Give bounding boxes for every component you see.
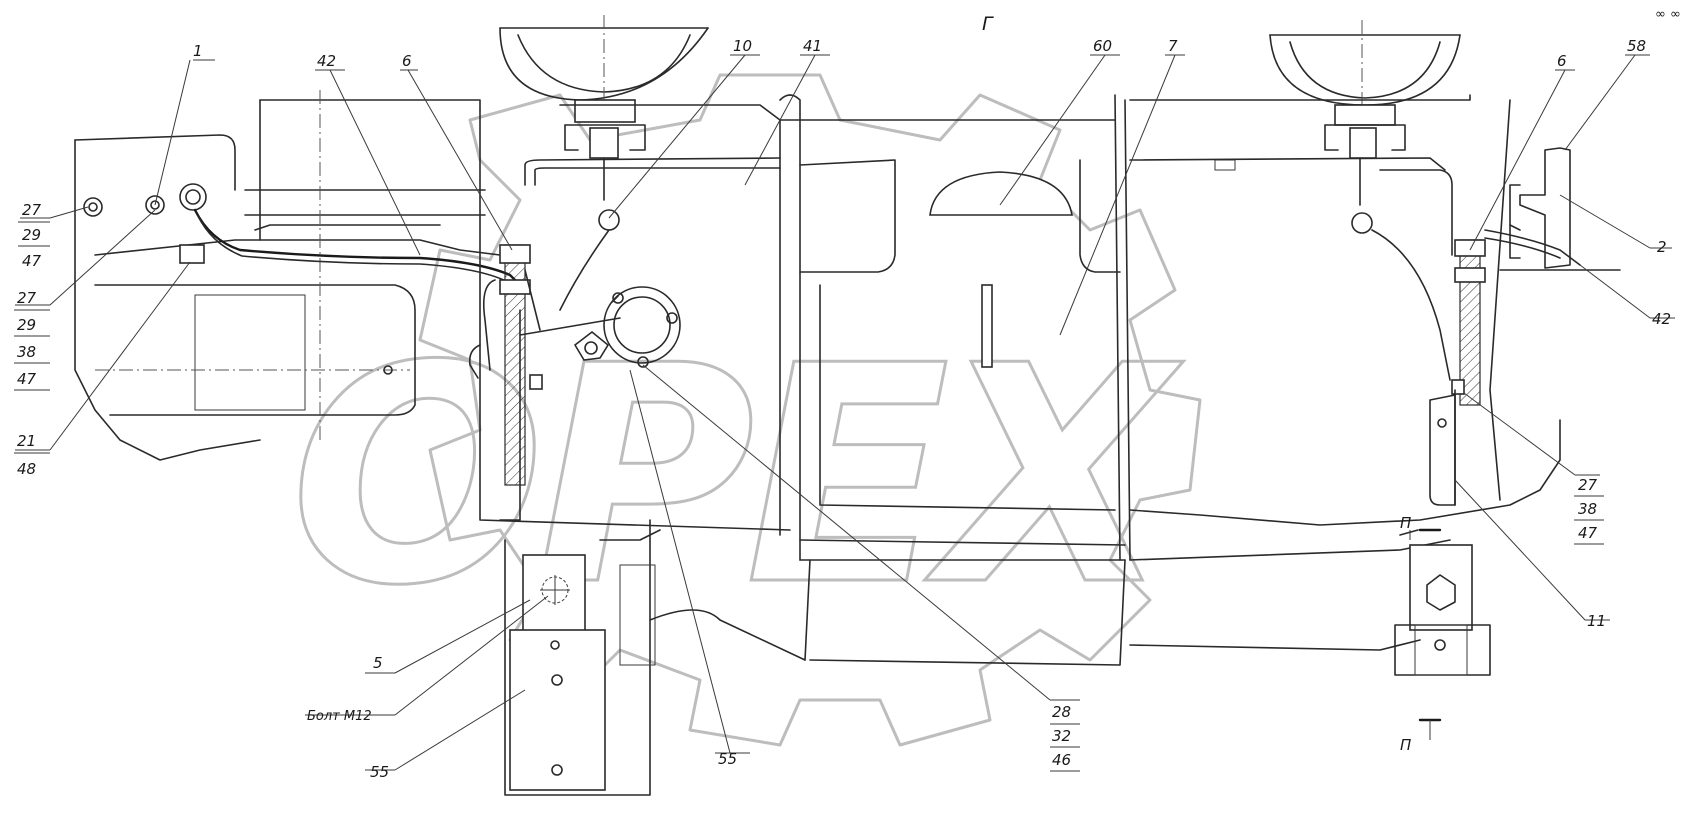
callout-1: 1 <box>193 42 203 60</box>
lamp-bracket-icon <box>1334 104 1396 126</box>
section-marker-top: П <box>1399 514 1442 540</box>
fog-lamp-right <box>1269 20 1461 381</box>
callout-stack-4: 27 38 47 <box>1574 476 1604 545</box>
callouts: 1 42 6 10 41 60 7 6 58 2 42 11 5 55 55 Б… <box>193 37 1671 781</box>
callout-58: 58 <box>1627 37 1646 55</box>
svg-text:27: 27 <box>17 289 37 307</box>
callout-11: 11 <box>1587 612 1606 630</box>
corner-mark: ∞ ∞ <box>1655 7 1681 22</box>
bracket-plate <box>1409 544 1473 631</box>
callout-stack-5: 28 32 46 <box>1050 703 1080 772</box>
svg-text:29: 29 <box>17 316 36 334</box>
svg-text:28: 28 <box>1052 703 1071 721</box>
svg-text:48: 48 <box>17 460 36 478</box>
louver-panel <box>194 294 306 411</box>
svg-text:27: 27 <box>1578 476 1598 494</box>
svg-text:32: 32 <box>1052 727 1071 745</box>
callout-bolt: Болт М12 <box>307 709 372 724</box>
callout-42: 42 <box>317 52 336 70</box>
svg-text:47: 47 <box>22 252 42 270</box>
watermark-gear <box>418 73 1202 747</box>
clip-icon <box>179 244 205 264</box>
callout-42-right: 42 <box>1652 310 1671 328</box>
watermark: OPEX <box>289 73 1202 747</box>
bracket-plate <box>522 554 586 636</box>
mounting-plate-55 <box>509 629 606 791</box>
section-label-top: П <box>1400 514 1411 532</box>
callout-7: 7 <box>1168 37 1178 55</box>
callout-stack-1: 27 29 47 <box>18 201 50 270</box>
bolt-head-icon <box>145 195 165 215</box>
svg-text:38: 38 <box>17 343 36 361</box>
callout-2: 2 <box>1657 238 1667 256</box>
svg-text:46: 46 <box>1052 751 1071 769</box>
grommet-icon <box>179 183 207 211</box>
nut-icon <box>499 279 531 295</box>
center-panel <box>779 94 1236 666</box>
svg-text:21: 21 <box>17 432 36 450</box>
callout-60: 60 <box>1093 37 1112 55</box>
connector-latch-icon <box>573 330 610 361</box>
cable-loop-icon <box>1351 212 1373 234</box>
left-fender-section <box>74 90 501 461</box>
mounting-plate-left <box>499 244 543 521</box>
section-marker-bottom: П <box>1400 718 1442 754</box>
svg-text:38: 38 <box>1578 500 1597 518</box>
svg-text:29: 29 <box>22 226 41 244</box>
lamp-bracket-icon <box>574 99 636 123</box>
cable-loop-icon <box>598 209 620 231</box>
bolt-icon <box>383 365 393 375</box>
callout-41: 41 <box>803 37 822 55</box>
svg-text:47: 47 <box>17 370 37 388</box>
wire-harness-left <box>193 208 527 379</box>
leader-lines <box>15 54 1675 771</box>
svg-text:47: 47 <box>1578 524 1598 542</box>
right-fender-section <box>1129 94 1621 651</box>
section-label-bottom: П <box>1400 736 1411 754</box>
bottom-bracket-left <box>504 519 806 796</box>
callout-stack-2: 27 29 38 47 <box>14 289 50 391</box>
callout-stack-3: 21 48 <box>14 432 50 478</box>
view-label: Г <box>982 13 994 35</box>
dome-light-icon <box>929 171 1073 216</box>
hex-bolt-icon <box>1426 574 1456 611</box>
callout-10: 10 <box>733 37 752 55</box>
callout-55-connector: 55 <box>718 750 737 768</box>
round-connector <box>573 286 681 368</box>
callout-5: 5 <box>373 654 383 672</box>
watermark-text: OPEX <box>290 302 1184 651</box>
callout-55: 55 <box>370 763 389 781</box>
nut-icon <box>499 244 531 264</box>
callout-6-right: 6 <box>1557 52 1567 70</box>
slot-icon <box>981 284 993 368</box>
svg-text:27: 27 <box>22 201 42 219</box>
callout-6: 6 <box>402 52 412 70</box>
bolt-head-icon <box>83 197 103 217</box>
nut-icon <box>1454 239 1486 257</box>
fog-lamp-left <box>499 15 709 311</box>
nut-icon <box>1454 267 1486 283</box>
bottom-bracket-right <box>1394 544 1491 676</box>
